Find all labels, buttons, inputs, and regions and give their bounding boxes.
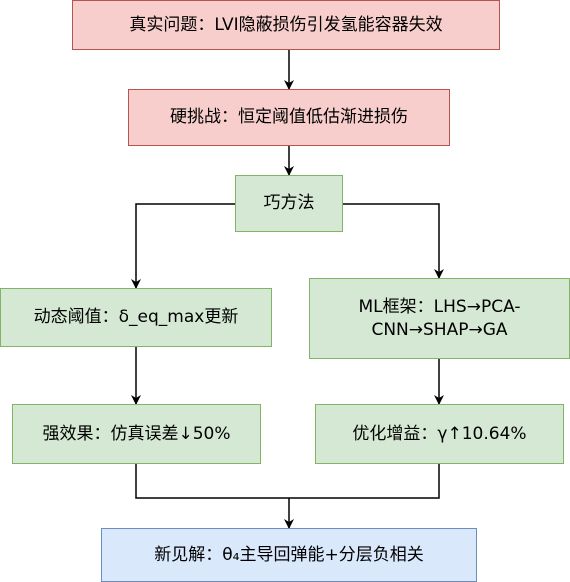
optimization-gain-label: 优化增益：γ↑10.64%: [352, 423, 527, 444]
merge-line-left: [135, 464, 440, 499]
problem-label: 真实问题：LVI隐蔽损伤引发氢能容器失效: [129, 14, 443, 35]
challenge-label: 硬挑战：恒定阈值低估渐进损伤: [170, 107, 408, 128]
arrow-method-to-ml-framework: [343, 203, 444, 279]
dynamic-threshold-node: 动态阈值：δ_eq_max更新: [0, 288, 272, 347]
strong-effect-label: 强效果：仿真误差↓50%: [42, 423, 231, 444]
strong-effect-node: 强效果：仿真误差↓50%: [12, 404, 261, 464]
ml-framework-label: ML框架：LHS→PCA-CNN→SHAP→GA: [358, 296, 521, 340]
challenge-node: 硬挑战：恒定阈值低估渐进损伤: [128, 89, 450, 146]
problem-node: 真实问题：LVI隐蔽损伤引发氢能容器失效: [72, 0, 500, 50]
insight-label: 新见解：θ₄主导回弹能+分层负相关: [154, 544, 424, 565]
method-node: 巧方法: [235, 175, 343, 232]
arrow-method-to-dynamic-threshold: [131, 203, 235, 289]
insight-node: 新见解：θ₄主导回弹能+分层负相关: [101, 528, 477, 582]
ml-framework-node: ML框架：LHS→PCA-CNN→SHAP→GA: [309, 278, 570, 359]
optimization-gain-node: 优化增益：γ↑10.64%: [315, 404, 564, 464]
method-label: 巧方法: [263, 193, 315, 214]
dynamic-threshold-label: 动态阈值：δ_eq_max更新: [33, 307, 239, 328]
